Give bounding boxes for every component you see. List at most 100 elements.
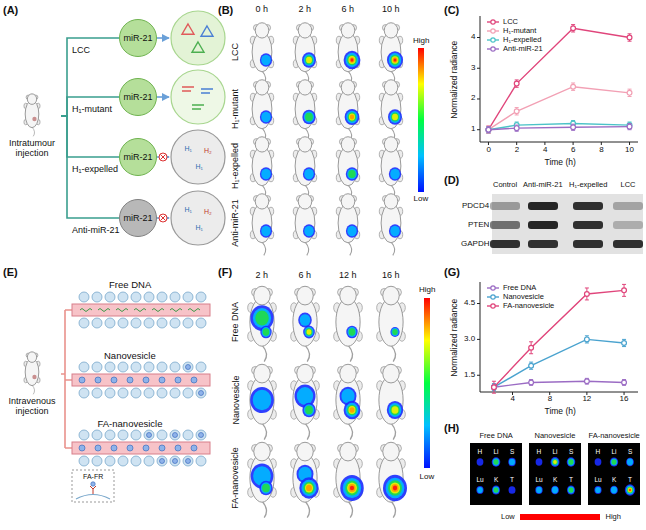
signal-spot [349,328,356,335]
tumor-cell [144,318,154,328]
mouse-head [384,80,398,95]
signal-spot [551,486,559,495]
error-cap [486,133,490,134]
tumor-cell [131,456,141,466]
mirna-circle: miR-21 [119,19,157,57]
signal-spot [348,406,355,414]
signal-spot [260,53,272,66]
signal-spot [345,403,358,417]
nanovesicle [173,433,178,438]
signal-spot [391,484,398,492]
signal-spot [383,475,407,501]
figure-label: H [537,448,542,455]
free-dna [152,309,164,312]
signal-spot [610,486,618,495]
mouse-tail [348,345,352,362]
mouse-figure [248,364,277,439]
signal-spot [349,57,354,63]
line-chart [477,282,638,395]
mouse-figure [248,442,277,517]
signal-spot [347,483,357,494]
figure-label: Normalized radiance [450,40,459,118]
figure-label: K [553,476,557,483]
data-point [529,345,534,350]
mouse-head [297,442,314,461]
error-cap [628,89,632,90]
data-point [571,125,576,130]
signal-spot [305,406,313,414]
tumor-cell [196,430,206,440]
blot-band [573,240,603,248]
blot-band [613,202,643,210]
signal-spot [594,486,601,494]
figure-label: Nanovesicle [535,432,576,440]
blot-band [613,240,643,248]
node-text: miR-21 [123,213,152,223]
tumor-cell [105,292,115,302]
axis-tick [477,303,480,304]
signal-spot [302,403,315,418]
mouse-figure [293,23,316,85]
signal-spot [343,478,361,498]
figure-label: FA-nanovesicle [231,447,241,509]
figure-label: PDCD4 [462,202,489,211]
data-point [627,90,632,95]
signal-spot [263,328,270,335]
tumor-cell [170,430,180,440]
figure-label: 4 [471,33,475,42]
nanostructure-glow [171,11,225,65]
data-point [514,81,519,86]
branch-line [61,116,119,157]
axis-tick [477,129,480,130]
cell-membrane [76,495,110,500]
mouse-figure [248,286,277,361]
mouse-head [254,364,271,383]
signal-spot [302,110,315,125]
figure-label: Lu [477,476,484,483]
signal-spot [493,487,499,494]
data-line [494,381,624,387]
mouse-head [340,364,357,383]
tumor-cell [131,430,141,440]
mouse-tail [348,501,352,517]
block-symbol [159,214,167,222]
tumor-cell [144,388,154,398]
free-dna [116,309,128,312]
nanovesicle [186,365,191,370]
imaging-panel [248,286,407,517]
axis-tick [477,98,480,99]
mouse-head [384,137,398,152]
signal-spot [569,459,574,464]
mouse-tail [305,345,309,362]
signal-spot [253,390,272,410]
nanovesicle [159,445,165,451]
tumor-cell [170,456,180,466]
error-cap [571,82,575,83]
signal-spot [261,482,271,493]
mouse-head [384,23,398,38]
panel-letter: (C) [444,4,459,16]
mouse-tail [391,242,395,256]
signal-spot [476,486,483,494]
axis-tick [477,37,480,38]
block-symbol [159,153,167,161]
signal-spot [304,226,313,236]
data-point [529,363,534,368]
error-cap [571,24,575,25]
mouse-head [297,364,314,383]
tumor-cell [170,318,180,328]
figure-label: 3.0 [464,335,475,344]
tumor-cell [131,362,141,372]
signal-spot [390,169,400,180]
mouse-head [298,80,312,95]
node-text: miR-21 [123,152,152,162]
signal-spot [552,487,558,494]
free-dna [80,309,92,312]
signal-spot [350,115,354,120]
tumor-cell [92,362,102,372]
nanovesicle [111,377,117,383]
error-cap [622,339,626,340]
tumor-cell [92,318,102,328]
signal-spot [628,488,632,493]
figure-label: Lu [595,476,602,483]
